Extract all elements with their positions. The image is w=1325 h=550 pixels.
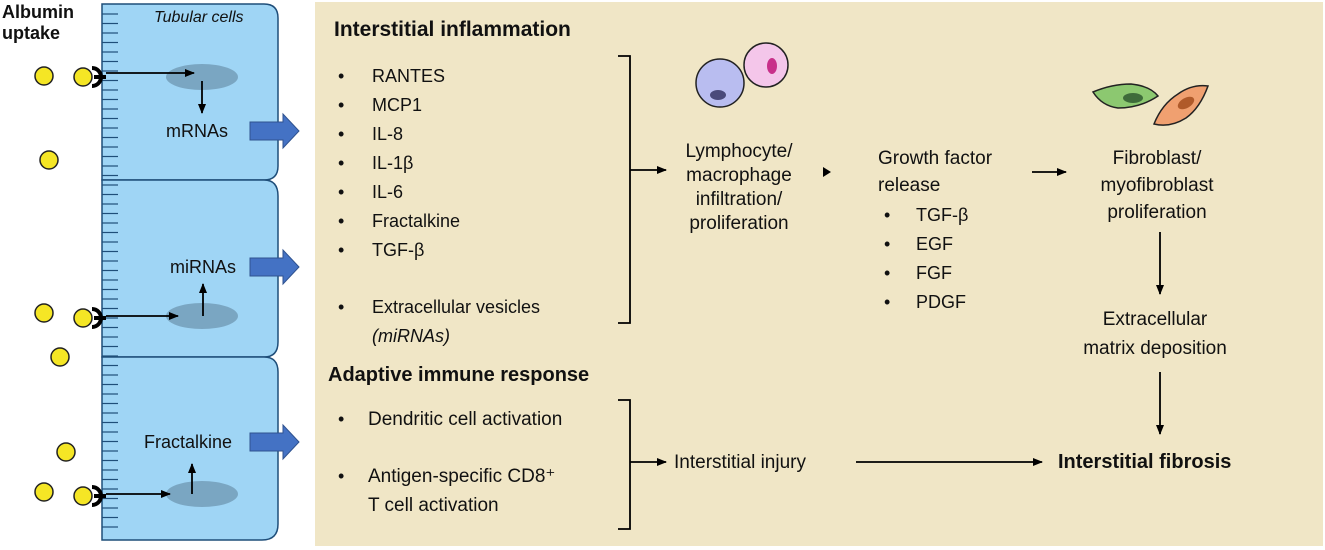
fibroblast-line: myofibroblast: [1100, 175, 1214, 196]
secretion-arrow-2: [249, 248, 300, 286]
mediator-item: MCP1: [372, 95, 423, 115]
secretion-arrow-3: [249, 423, 300, 461]
bullet: •: [338, 211, 345, 231]
secretion-arrows: [249, 112, 300, 461]
bullet: •: [338, 466, 345, 486]
lymphocyte-line: proliferation: [689, 213, 789, 234]
intracellular-arrows: [106, 69, 207, 498]
growth-factor-item: PDGF: [916, 292, 967, 312]
adaptive-item-continued: T cell activation: [368, 495, 499, 516]
injury-label: Interstitial injury: [674, 452, 806, 473]
bullet: •: [884, 205, 891, 225]
secretion-arrow-1: [249, 112, 300, 150]
ecm-line: Extracellular: [1102, 309, 1208, 330]
growth-factor-item: TGF-β: [916, 205, 969, 225]
fibroblast-line: proliferation: [1107, 202, 1207, 223]
growth-factor-line: release: [878, 175, 941, 196]
mediator-item: IL-6: [372, 182, 404, 202]
mediator-item: Fractalkine: [372, 211, 461, 231]
macrophage-cell: [743, 42, 789, 88]
fibrosis-label: Interstitial fibrosis: [1058, 451, 1232, 473]
lymphocyte-cell: [695, 58, 745, 108]
lymphocyte-line: macrophage: [686, 165, 792, 186]
bullet: •: [884, 234, 891, 254]
immune-cells: [695, 42, 789, 108]
bullet: •: [338, 182, 345, 202]
fractalkine-cell-label: Fractalkine: [144, 432, 233, 452]
growth-factor-label: Growth factor release: [878, 145, 992, 199]
lymphocyte-line: Lymphocyte/: [685, 141, 793, 162]
albumin-particle: [34, 482, 54, 502]
fibroblast-cells: [1091, 83, 1210, 126]
albumin-particle: [73, 308, 93, 328]
bullet: •: [338, 95, 345, 115]
fibroblast-label: Fibroblast/ myofibroblast proliferation: [1101, 145, 1214, 226]
albumin-uptake-line: uptake: [2, 23, 61, 43]
bullet: •: [338, 409, 345, 429]
vesicles-subitem: (miRNAs): [372, 326, 450, 346]
fibroblast-orange-nucleus: [1177, 96, 1195, 110]
fibroblast-green-nucleus: [1123, 93, 1143, 103]
albumin-particle: [34, 303, 54, 323]
lymphocyte-label: Lymphocyte/ macrophage infiltration/ pro…: [685, 140, 792, 236]
albumin-particles: [34, 66, 93, 506]
albumin-particle: [34, 66, 54, 86]
bullet: •: [884, 292, 891, 312]
bullet: •: [338, 153, 345, 173]
albumin-particle: [39, 150, 59, 170]
ecm-line: matrix deposition: [1083, 338, 1227, 359]
macrophage-nucleus: [767, 58, 777, 74]
albumin-particle: [73, 67, 93, 87]
adaptive-bracket: [618, 399, 631, 530]
inflammation-bracket: [618, 55, 631, 324]
tubular-cell-1: [101, 3, 279, 181]
bullet: •: [338, 66, 345, 86]
growth-factor-line: Growth factor: [878, 148, 993, 169]
receptor-stems: [94, 75, 106, 498]
mediator-item: RANTES: [372, 66, 446, 86]
mediator-item: IL-8: [372, 124, 404, 144]
lymphocyte-line: infiltration/: [695, 189, 783, 210]
bullet: •: [338, 124, 345, 144]
inflammation-title: Interstitial inflammation: [334, 18, 571, 41]
mediator-item: IL-1β: [372, 153, 414, 173]
fibroblast-line: Fibroblast/: [1112, 148, 1202, 169]
albumin-particle: [73, 486, 93, 506]
bullet: •: [884, 263, 891, 283]
nucleus-1: [166, 64, 238, 90]
arrow-to-growth-factor: [823, 167, 831, 177]
adaptive-item: Antigen-specific CD8⁺: [368, 466, 556, 487]
lymphocyte-nucleus: [710, 90, 726, 100]
bullet: •: [338, 240, 345, 260]
growth-factor-item: EGF: [916, 234, 954, 254]
microvilli: [102, 13, 118, 528]
albumin-particle: [50, 347, 70, 367]
bullet: •: [338, 297, 345, 317]
mediator-item: TGF-β: [372, 240, 425, 260]
albumin-uptake-line: Albumin: [2, 2, 74, 22]
albumin-uptake-label: Albumin uptake: [2, 2, 74, 44]
albumin-receptors: [91, 66, 103, 507]
albumin-particle: [56, 442, 76, 462]
mirnas-label: miRNAs: [170, 257, 236, 277]
tubular-cells-label: Tubular cells: [154, 9, 244, 26]
nucleus-3: [166, 481, 238, 507]
vesicles-item: Extracellular vesicles: [372, 297, 541, 317]
adaptive-title: Adaptive immune response: [328, 364, 590, 386]
ecm-label: Extracellular matrix deposition: [1083, 305, 1227, 363]
adaptive-item: Dendritic cell activation: [368, 409, 563, 430]
mrnas-label: mRNAs: [166, 121, 228, 141]
growth-factor-item: FGF: [916, 263, 952, 283]
nucleus-2: [166, 303, 238, 329]
